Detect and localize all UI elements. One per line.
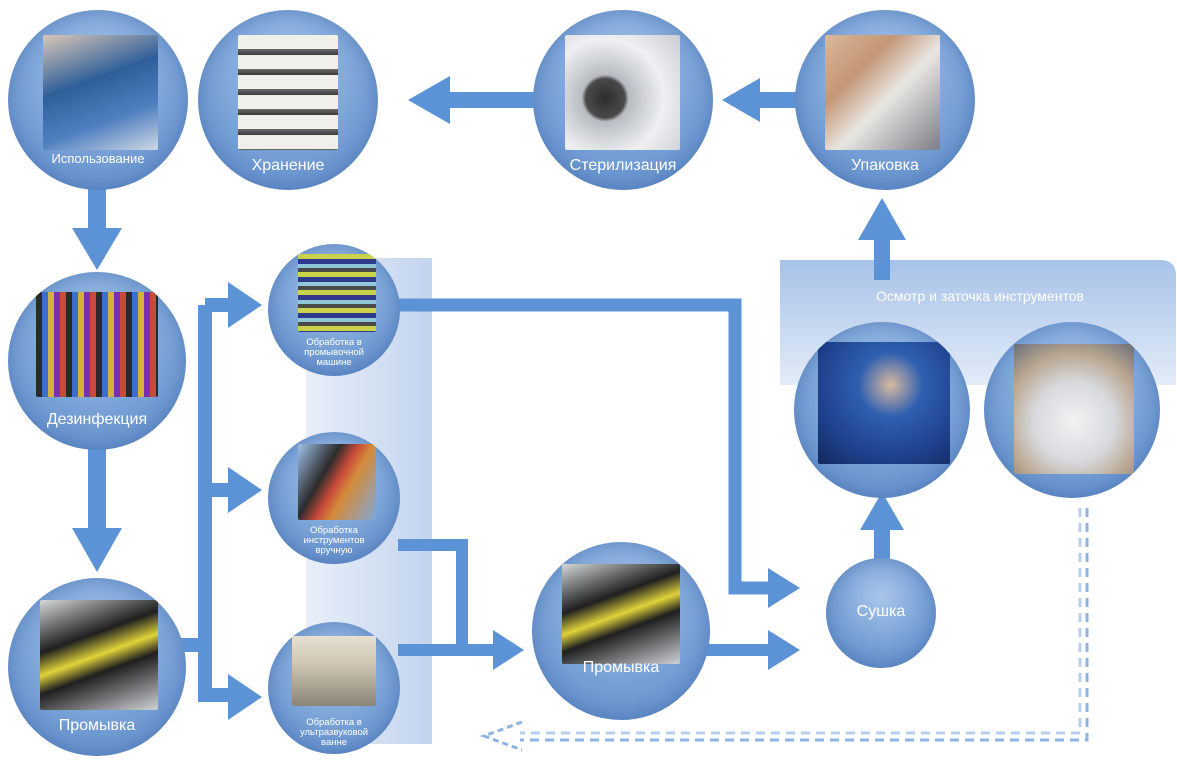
rinse-mid-photo xyxy=(562,564,680,664)
storage-photo xyxy=(238,35,338,150)
node-rinse-mid-label: Промывка xyxy=(582,659,660,676)
node-manual-processing: Обработка инструментов вручную xyxy=(268,432,400,564)
node-storage: Хранение xyxy=(198,10,378,190)
node-packaging-label: Упаковка xyxy=(851,157,919,174)
arrow-rinse-to-drying-head xyxy=(768,630,800,670)
node-disinfection-label: Дезинфекция xyxy=(46,411,148,428)
arrow-machine-to-drying-head xyxy=(768,568,800,608)
node-machine-label-1: Обработка в xyxy=(306,337,362,348)
node-storage-label: Хранение xyxy=(251,157,325,174)
node-ultrasonic-label-2: ультразвуковой xyxy=(299,727,369,738)
arrow-sterilization-to-storage-head xyxy=(408,76,450,124)
dashed-return-path xyxy=(520,508,1089,742)
node-inspection-sharpening xyxy=(984,322,1160,498)
node-machine-label-3: машине xyxy=(316,357,352,368)
ultrasonic-photo xyxy=(292,636,376,706)
node-disinfection: Дезинфекция xyxy=(8,272,186,450)
node-ultrasonic-label-3: ванне xyxy=(321,737,347,748)
node-manual-label-3: вручную xyxy=(315,545,353,556)
node-drying: Сушка xyxy=(826,558,936,668)
arrow-packaging-to-sterilization-head xyxy=(722,78,760,122)
machine-photo xyxy=(298,254,376,332)
node-ultrasonic-processing: Обработка в ультразвуковой ванне xyxy=(268,622,400,754)
node-machine-processing: Обработка в промывочной машине xyxy=(268,244,400,376)
arrow-to-rinse-head xyxy=(493,630,524,670)
arrow-drying-to-inspection-head xyxy=(860,492,904,530)
sharpening-photo xyxy=(1014,344,1134,474)
fork-head-machine xyxy=(228,282,262,328)
node-machine-label-2: промывочной xyxy=(304,347,364,358)
sterilization-photo xyxy=(565,35,680,150)
arrow-use-to-disinfection-head xyxy=(72,228,122,270)
node-manual-label-1: Обработка xyxy=(310,525,358,536)
node-packaging: Упаковка xyxy=(795,10,975,190)
arrow-machine-to-drying xyxy=(398,298,770,595)
use-photo xyxy=(43,35,158,150)
arrow-inspection-to-packaging-head xyxy=(858,198,906,240)
rinse-left-photo xyxy=(40,600,158,710)
arrow-rinse-fork xyxy=(168,298,232,702)
dashed-return-path-inner xyxy=(520,508,1082,735)
node-manual-label-2: инструментов xyxy=(303,535,365,546)
inspection-panel-label: Осмотр и заточка инструментов xyxy=(876,288,1084,304)
packaging-photo xyxy=(825,35,940,150)
node-use-label: Использование xyxy=(51,151,145,166)
node-ultrasonic-label-1: Обработка в xyxy=(306,717,362,728)
node-rinse-left: Промывка xyxy=(8,578,186,756)
node-use: Использование xyxy=(8,10,188,190)
dashed-return-arrowhead xyxy=(479,720,523,752)
arrow-disinfection-to-rinse-head xyxy=(72,528,122,572)
fork-head-ultrasonic xyxy=(228,674,262,720)
node-drying-label: Сушка xyxy=(856,603,906,620)
node-sterilization: Стерилизация xyxy=(533,10,713,190)
fork-head-manual xyxy=(228,467,262,513)
node-rinse-left-label: Промывка xyxy=(58,717,136,734)
node-rinse-mid: Промывка xyxy=(532,542,710,720)
node-sterilization-label: Стерилизация xyxy=(569,157,677,174)
node-inspection-person xyxy=(794,322,970,498)
manual-photo xyxy=(298,444,376,520)
inspection-person-photo xyxy=(818,342,950,464)
disinfection-photo xyxy=(36,292,158,397)
